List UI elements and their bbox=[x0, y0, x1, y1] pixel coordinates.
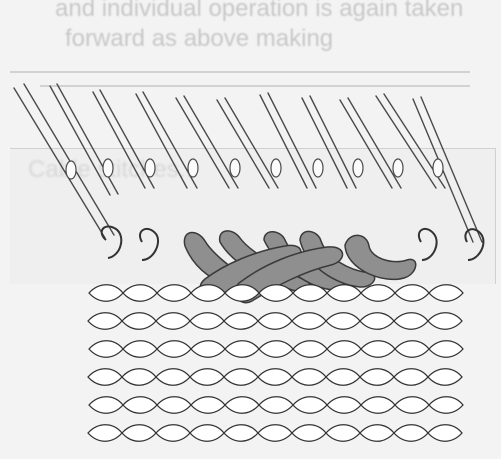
knit-fabric-group bbox=[88, 285, 463, 442]
needles-group bbox=[14, 84, 482, 242]
